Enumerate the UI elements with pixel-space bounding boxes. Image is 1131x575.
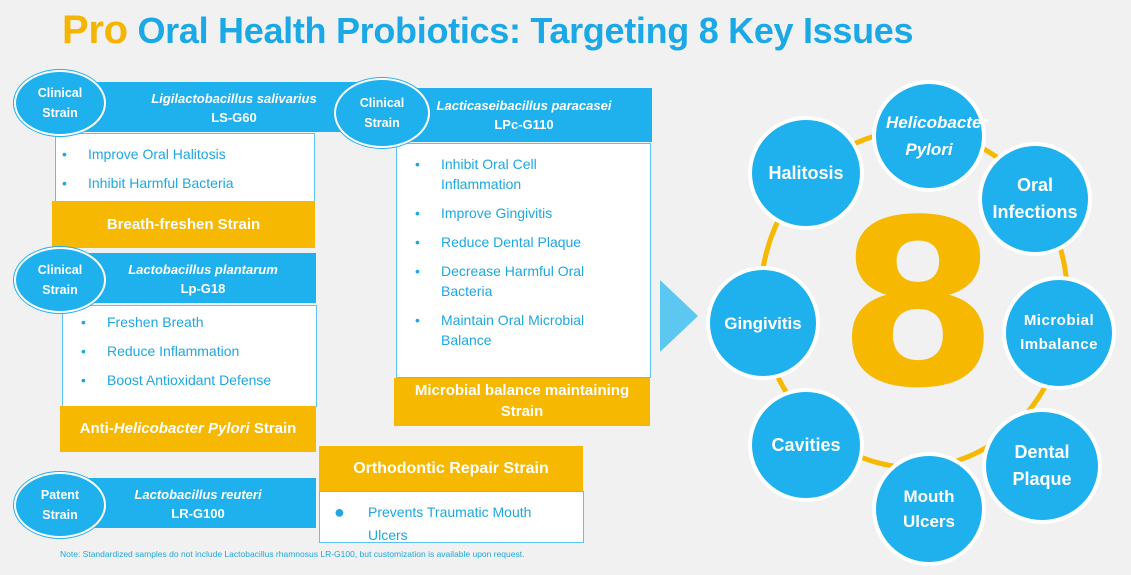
benefit-item: •Boost Antioxidant Defense [81,372,272,388]
strain-header-lpc-g110: Lacticaseibacillus paracasei LPc-G110 [388,88,652,142]
benefit-item: •Freshen Breath [81,314,204,330]
title-main: Oral Health Probiotics: Targeting 8 Key … [137,10,914,51]
benefit-item: •Maintain Oral Microbial Balance [415,312,585,348]
strain-species: Ligilactobacillus salivarius [151,91,317,106]
benefit-item: •Improve Gingivitis [415,205,553,221]
category-label: Orthodontic Repair Strain [319,446,583,491]
issue-gingivitis: Gingivitis [710,270,816,376]
category-label: Breath-freshen Strain [52,201,315,248]
benefit-item: •Inhibit Oral Cell Inflammation [415,156,537,192]
category-label: Microbial balance maintaining Strain [394,378,650,426]
issue-halitosis: Halitosis [752,120,860,226]
issue-dental-plaque: Dental Plaque [986,412,1098,520]
strain-code: LR-G100 [171,506,225,521]
category-label: Anti-Helicobacter Pylori Strain [60,406,316,452]
issues-count: 8 [837,172,999,439]
title-highlight: Pro [62,8,128,52]
strain-species: Lacticaseibacillus paracasei [436,98,612,113]
page-title: Pro Oral Health Probiotics: Targeting 8 … [62,8,914,53]
benefit-item: •Inhibit Harmful Bacteria [62,175,234,191]
strain-header-ls-g60: Ligilactobacillus salivarius LS-G60 [62,82,358,132]
issue-mouth-ulcers: Mouth Ulcers [876,456,982,562]
benefit-box-lr-g100: ●Prevents Traumatic Mouth Ulcers [319,491,584,543]
issue-helicobacter-pylori: Helicobacter Pylori [876,84,988,188]
strain-species: Lactobacillus reuteri [134,487,262,502]
footnote: Note: Standardized samples do not includ… [60,549,525,559]
strain-species: Lactobacillus plantarum [128,262,278,277]
strain-badge: Patent Strain [14,472,106,538]
issue-microbial-imbalance: Microbial Imbalance [1006,280,1112,386]
benefit-item: •Reduce Dental Plaque [415,234,582,250]
arrow-right-icon [660,280,698,352]
benefit-item: ●Prevents Traumatic Mouth Ulcers [334,502,532,543]
strain-code: LPc-G110 [494,117,554,132]
issue-oral-infections: Oral Infections [982,146,1088,252]
benefit-box-lpc-g110: •Inhibit Oral Cell Inflammation •Improve… [396,143,651,378]
benefit-box-lp-g18: •Freshen Breath •Reduce Inflammation •Bo… [62,305,317,407]
benefit-item: •Improve Oral Halitosis [62,146,226,162]
strain-code: LS-G60 [211,110,257,125]
benefit-box-ls-g60: •Improve Oral Halitosis •Inhibit Harmful… [55,133,315,202]
strain-badge: Clinical Strain [14,247,106,313]
strain-header-lr-g100: Lactobacillus reuteri LR-G100 [62,478,316,528]
issue-cavities: Cavities [752,392,860,498]
strain-code: Lp-G18 [180,281,226,296]
benefit-item: •Reduce Inflammation [81,343,240,359]
benefit-item: •Decrease Harmful Oral Bacteria [415,263,585,299]
strain-badge: Clinical Strain [334,78,430,148]
strain-badge: Clinical Strain [14,70,106,136]
